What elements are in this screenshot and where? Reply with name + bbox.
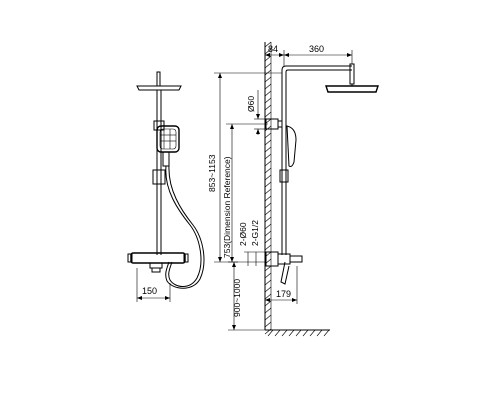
front-hand-shower (156, 125, 180, 167)
front-view: 150 (127, 71, 205, 302)
front-shower-head (136, 71, 182, 91)
dimension-side-width: 150 (136, 268, 171, 302)
dimension-mount-height: 900~1000 (228, 261, 265, 331)
dimension-outlet-labels: 2-Ø60 2-G1/2 (238, 220, 268, 266)
dimension-753-label: 753(Dimension Reference) (222, 156, 232, 258)
dimension-853-1153-label: 853~1153 (207, 154, 217, 192)
dimension-spout-reach: 179 (265, 266, 298, 304)
dimension-pipe-diameter: Ø60 (246, 90, 268, 135)
dimension-reference-height: 753(Dimension Reference) (222, 123, 268, 262)
front-mixer-valve (127, 252, 189, 273)
side-view: 84 360 853~1153 753(Dimension Reference)… (207, 41, 379, 337)
dimension-2-d60-label: 2-Ø60 (238, 222, 248, 246)
dimension-84-label: 84 (268, 44, 278, 54)
dimension-900-1000-label: 900~1000 (232, 279, 242, 317)
dimension-360-label: 360 (309, 44, 324, 54)
dimension-overall-height: 853~1153 (207, 72, 282, 263)
dimension-150-label: 150 (142, 286, 157, 296)
wall-section (264, 41, 330, 337)
side-shower-head (325, 85, 379, 93)
dimension-179-label: 179 (276, 289, 291, 299)
dimension-d60-label: Ø60 (246, 96, 256, 112)
dimension-2-g12-label: 2-G1/2 (250, 220, 260, 246)
dimension-top: 84 360 (264, 44, 353, 66)
side-riser-assembly (265, 63, 379, 285)
front-hose (165, 165, 205, 289)
front-riser-pipe (152, 90, 166, 255)
